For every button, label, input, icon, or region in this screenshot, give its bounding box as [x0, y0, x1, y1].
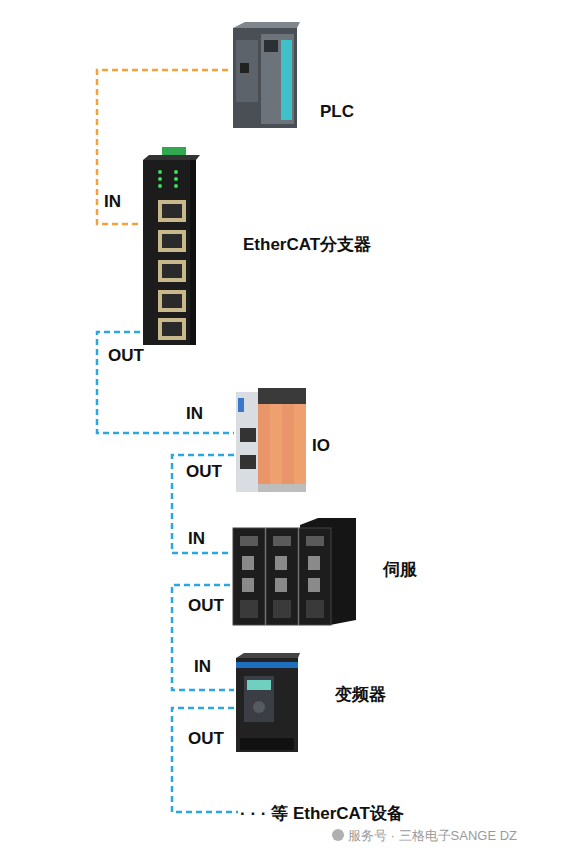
io-illustration: [236, 388, 306, 492]
vfd-terminals: [240, 738, 294, 750]
servo-display: [306, 536, 324, 546]
status-led: [174, 184, 178, 188]
plc-body: [233, 28, 297, 128]
io-module-top: [258, 388, 306, 404]
plc-port: [240, 63, 249, 73]
servo-connector: [273, 600, 291, 618]
status-led: [158, 177, 162, 181]
network-cable: [97, 332, 234, 433]
port-label: IN: [188, 529, 205, 549]
servo-port: [308, 578, 320, 592]
servo-drive: [299, 528, 331, 625]
plc-led-strip: [281, 40, 292, 120]
vfd-body: [236, 658, 298, 752]
port-label: OUT: [108, 346, 144, 366]
plc-module: [236, 40, 258, 102]
device-label: PLC: [320, 102, 354, 122]
rj45-port-hole: [162, 264, 182, 278]
device-node: PLC: [228, 20, 363, 130]
rj45-port-hole: [162, 322, 182, 336]
splitter-top: [143, 155, 200, 160]
io-port: [240, 455, 256, 469]
network-cable: [172, 585, 234, 690]
device-node: IO: [234, 386, 334, 494]
device-node: 变频器: [234, 653, 399, 755]
port-label: OUT: [188, 729, 224, 749]
splitter-side: [190, 160, 196, 345]
device-label: IO: [312, 436, 330, 456]
rj45-port: [158, 290, 186, 312]
rj45-port-hole: [162, 234, 182, 248]
servo-port: [242, 556, 254, 570]
device-node: · · · 等 EtherCAT设备: [238, 800, 448, 824]
plc-front: [261, 34, 294, 124]
network-cable: [172, 708, 238, 812]
network-cable: [172, 455, 234, 553]
servo-port: [308, 556, 320, 570]
servo-port: [275, 578, 287, 592]
splitter-illustration: [143, 147, 200, 345]
splitter-body: [143, 160, 196, 345]
rj45-port: [158, 260, 186, 282]
rj45-port: [158, 318, 186, 340]
status-led: [174, 177, 178, 181]
device-label: · · · 等 EtherCAT设备: [240, 802, 404, 825]
servo-drive: [266, 528, 298, 625]
device-label: 伺服: [383, 558, 417, 581]
device-node: EtherCAT分支器: [140, 145, 385, 348]
device-label: EtherCAT分支器: [243, 233, 371, 256]
io-head: [236, 392, 258, 492]
vfd-band: [236, 662, 298, 668]
rj45-port-hole: [162, 204, 182, 218]
servo-side: [300, 518, 356, 625]
servo-display: [273, 536, 291, 546]
plc-illustration: [233, 22, 300, 128]
servo-port: [275, 556, 287, 570]
status-led: [158, 184, 162, 188]
servo-display: [240, 536, 258, 546]
io-port: [240, 428, 256, 442]
vfd-knob: [253, 701, 265, 713]
vfd-display: [247, 680, 271, 690]
watermark: 服务号 · 三格电子SANGE DZ: [348, 827, 517, 845]
servo-drive: [233, 528, 265, 625]
servo-connector: [240, 600, 258, 618]
rj45-port: [158, 200, 186, 222]
servo-connector: [306, 600, 324, 618]
rj45-port-hole: [162, 294, 182, 308]
plc-top: [233, 22, 300, 28]
watermark-icon: [332, 829, 344, 841]
port-label: OUT: [188, 596, 224, 616]
port-label: IN: [194, 657, 211, 677]
vfd-top: [236, 653, 300, 658]
rj45-port: [158, 230, 186, 252]
device-node: 伺服: [230, 518, 420, 628]
io-indicator: [238, 398, 244, 412]
status-led: [174, 170, 178, 174]
vfd-keypad: [244, 676, 274, 722]
status-led: [158, 170, 162, 174]
vfd-illustration: [236, 653, 300, 752]
device-label: 变频器: [335, 683, 386, 706]
port-label: OUT: [186, 462, 222, 482]
port-label: IN: [186, 404, 203, 424]
io-module-base: [258, 484, 306, 492]
network-cable: [97, 70, 228, 224]
port-label: IN: [104, 192, 121, 212]
plc-slot: [264, 40, 278, 52]
servo-port: [242, 578, 254, 592]
servo-illustration: [233, 518, 356, 625]
